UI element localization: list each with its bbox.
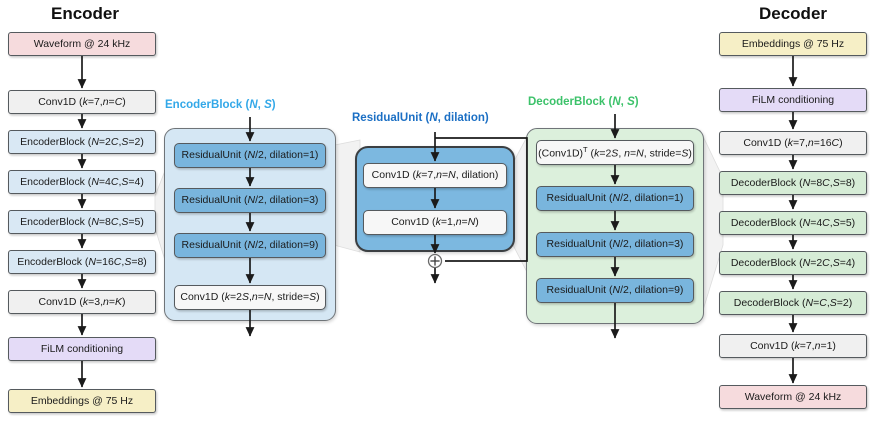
residualunit-panel (355, 146, 515, 252)
decoder-node-waveform-out[interactable]: Waveform @ 24 kHz (719, 385, 867, 409)
residualunit-panel-title: ResidualUnit (N, dilation) (352, 112, 489, 124)
decoderblock-residualunit-3[interactable]: ResidualUnit (N/2, dilation=9) (536, 278, 694, 303)
plus-circle-icon (427, 253, 443, 269)
encoderblock-residualunit-1[interactable]: ResidualUnit (N/2, dilation=1) (174, 143, 326, 168)
decoder-node-decoderblock-4[interactable]: DecoderBlock (N=C, S=2) (719, 291, 867, 315)
encoder-node-waveform-in[interactable]: Waveform @ 24 kHz (8, 32, 156, 56)
decoder-title: Decoder (758, 4, 828, 23)
encoder-node-film[interactable]: FiLM conditioning (8, 337, 156, 361)
decoder-node-film[interactable]: FiLM conditioning (719, 88, 867, 112)
encoder-title: Encoder (50, 4, 120, 23)
residualunit-conv1d-k7[interactable]: Conv1D (k=7, n=N, dilation) (363, 163, 507, 188)
decoder-node-embeddings[interactable]: Embeddings @ 75 Hz (719, 32, 867, 56)
encoder-node-embeddings[interactable]: Embeddings @ 75 Hz (8, 389, 156, 413)
decoder-node-conv1d-out[interactable]: Conv1D (k=7, n=1) (719, 334, 867, 358)
decoderblock-convtranspose-label: (Conv1D)T (k=2S, n=N, stride=S) (538, 144, 692, 160)
encoderblock-panel-title: EncoderBlock (N, S) (165, 99, 276, 111)
decoderblock-panel-title: DecoderBlock (N, S) (528, 96, 639, 108)
encoder-node-conv1d-out[interactable]: Conv1D (k=3, n=K) (8, 290, 156, 314)
residualunit-conv1d-k1[interactable]: Conv1D (k=1, n=N) (363, 210, 507, 235)
encoderblock-residualunit-3[interactable]: ResidualUnit (N/2, dilation=9) (174, 233, 326, 258)
encoder-node-conv1d-in[interactable]: Conv1D (k=7, n=C) (8, 90, 156, 114)
encoderblock-residualunit-2[interactable]: ResidualUnit (N/2, dilation=3) (174, 188, 326, 213)
decoderblock-residualunit-1[interactable]: ResidualUnit (N/2, dilation=1) (536, 186, 694, 211)
decoderblock-convtranspose[interactable]: (Conv1D)T (k=2S, n=N, stride=S) (536, 140, 694, 165)
decoderblock-residualunit-2[interactable]: ResidualUnit (N/2, dilation=3) (536, 232, 694, 257)
